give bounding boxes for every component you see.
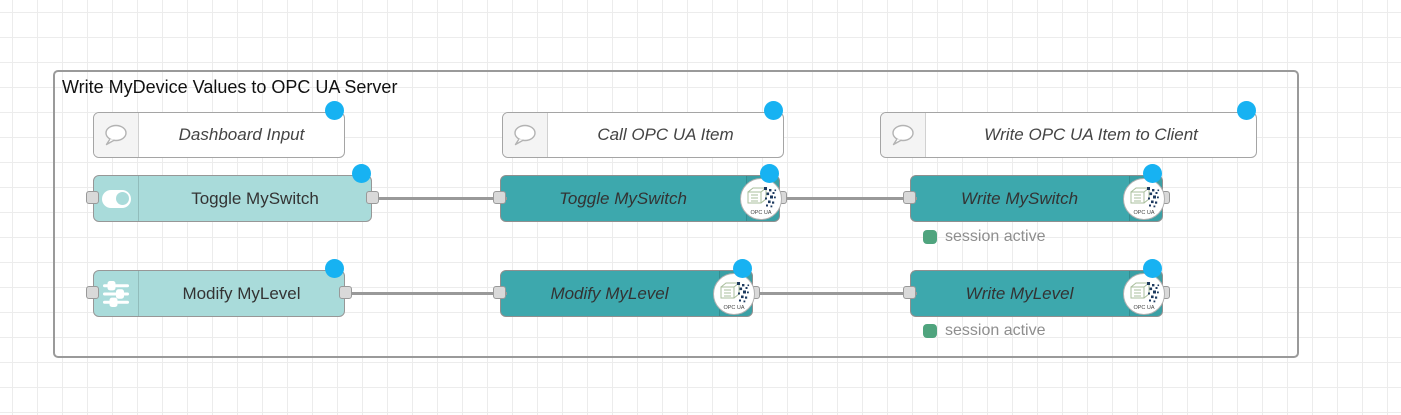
opcua-badge-icon: OPC UA — [713, 273, 755, 315]
comment-label: Dashboard Input — [178, 125, 305, 144]
node-changed-dot — [733, 259, 752, 278]
node-toggle-myswitch-dashboard[interactable]: Toggle MySwitch — [86, 164, 379, 222]
node-status-row1: session active — [923, 228, 1046, 246]
status-indicator-icon — [923, 324, 937, 338]
wire[interactable] — [345, 291, 507, 295]
output-port[interactable] — [366, 191, 379, 204]
speech-bubble-icon — [514, 124, 536, 146]
node-status-row2: session active — [923, 322, 1046, 340]
input-port[interactable] — [493, 286, 506, 299]
flow-group[interactable]: Write MyDevice Values to OPC UA Server — [53, 70, 1299, 358]
svg-text:OPC UA: OPC UA — [723, 305, 744, 311]
node-changed-dot — [325, 101, 344, 120]
node-label: Write MyLevel — [965, 283, 1074, 303]
input-port[interactable] — [903, 191, 916, 204]
input-port[interactable] — [86, 191, 99, 204]
group-title: Write MyDevice Values to OPC UA Server — [62, 77, 398, 97]
node-icon-region — [94, 271, 139, 316]
node-label: Modify MyLevel — [182, 283, 301, 303]
comment-node-call-opcua-item[interactable]: Call OPC UA Item — [502, 101, 784, 158]
comment-icon-region — [881, 113, 926, 157]
toggle-switch-icon — [101, 189, 131, 208]
comment-label: Write OPC UA Item to Client — [984, 125, 1198, 144]
node-changed-dot — [1237, 101, 1256, 120]
comment-node-dashboard-input[interactable]: Dashboard Input — [93, 101, 345, 158]
node-label: Toggle MySwitch — [191, 188, 319, 208]
node-modify-mylevel-dashboard[interactable]: Modify MyLevel — [86, 259, 352, 317]
node-changed-dot — [760, 164, 779, 183]
comment-icon-region — [503, 113, 548, 157]
svg-text:OPC UA: OPC UA — [1133, 305, 1154, 311]
speech-bubble-icon — [105, 124, 127, 146]
comment-icon-region — [94, 113, 139, 157]
input-port[interactable] — [903, 286, 916, 299]
node-write-myswitch[interactable]: Write MySwitch — [903, 164, 1170, 222]
node-label: Modify MyLevel — [550, 283, 669, 303]
node-changed-dot — [1143, 164, 1162, 183]
svg-text:OPC UA: OPC UA — [1133, 210, 1154, 216]
opcua-badge-icon: OPC UA — [1123, 178, 1165, 220]
node-label: Toggle MySwitch — [559, 188, 687, 208]
svg-text:OPC UA: OPC UA — [750, 210, 771, 216]
opcua-badge-icon: OPC UA — [1123, 273, 1165, 315]
node-toggle-myswitch-opcua[interactable]: Toggle MySwitch — [493, 164, 787, 222]
output-port[interactable] — [339, 286, 352, 299]
node-modify-mylevel-opcua[interactable]: Modify MyLevel — [493, 259, 760, 317]
wire[interactable] — [753, 291, 917, 295]
speech-bubble-icon — [892, 124, 914, 146]
status-text: session active — [945, 228, 1046, 245]
node-icon-region — [94, 176, 139, 221]
node-changed-dot — [325, 259, 344, 278]
comment-label: Call OPC UA Item — [597, 125, 734, 144]
node-changed-dot — [352, 164, 371, 183]
node-changed-dot — [1143, 259, 1162, 278]
status-indicator-icon — [923, 230, 937, 244]
comment-node-write-opcua-item[interactable]: Write OPC UA Item to Client — [880, 101, 1257, 158]
node-changed-dot — [764, 101, 783, 120]
status-text: session active — [945, 322, 1046, 339]
node-write-mylevel[interactable]: Write MyLevel — [903, 259, 1170, 317]
input-port[interactable] — [86, 286, 99, 299]
wire[interactable] — [372, 196, 507, 200]
opcua-badge-icon: OPC UA — [740, 178, 782, 220]
sliders-icon — [102, 280, 129, 307]
wire[interactable] — [780, 196, 917, 200]
input-port[interactable] — [493, 191, 506, 204]
node-label: Write MySwitch — [960, 188, 1079, 208]
